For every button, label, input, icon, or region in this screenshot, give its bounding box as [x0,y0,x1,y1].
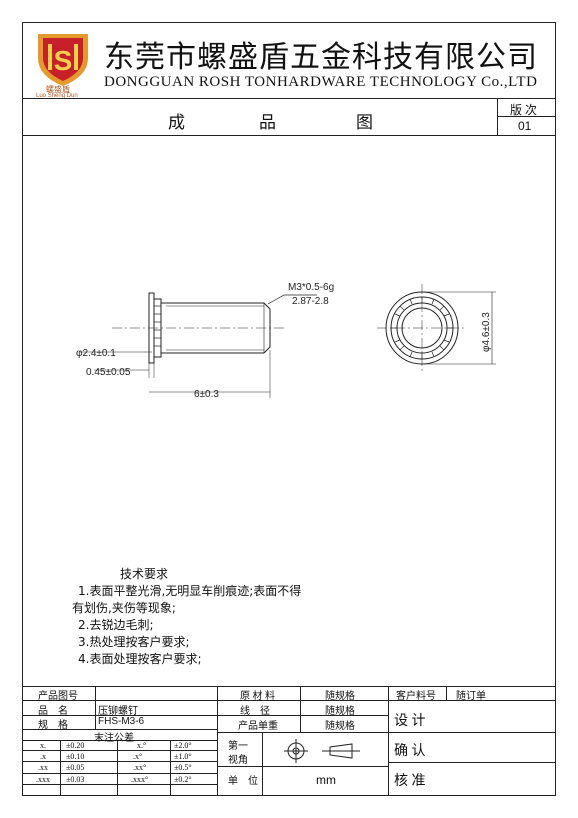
tol-cell: .x° [133,752,143,761]
company-name-en: DONGGUAN ROSH TONHARDWARE TECHNOLOGY Co.… [104,74,538,90]
unit-label: 单 位 [228,776,258,787]
note-line: 2.去锐边毛刺; [78,618,154,632]
logo-cn-text: 螺盛盾 [46,85,70,94]
dim-length-label: 6±0.3 [194,389,219,400]
product-no-label: 产品图号 [38,691,78,702]
thread-spec-label: M3*0.5-6g [288,282,334,293]
tol-cell: x.° [137,741,147,750]
doc-title-3: 图 [356,113,373,133]
technical-notes: 技术要求 1.表面平整光滑,无明显车削痕迹;表面不得 有划伤,夹伤等现象; 2.… [72,566,301,668]
dim-thickness-label: 0.45±0.05 [86,367,131,378]
note-line: 有划伤,夹伤等现象; [72,601,176,615]
tol-cell: .xxx [36,775,50,784]
tol-cell: .xx° [133,763,147,772]
version-value: 01 [518,119,532,133]
dim-diameter-label: φ2.4±0.1 [76,348,116,359]
weight-value: 随规格 [325,721,355,732]
spec-label: 规 格 [38,720,68,731]
company-name-cn: 东莞市螺盛盾五金科技有限公司 [104,40,538,75]
tol-cell: ±2.0° [174,741,192,750]
wire-label: 线 径 [240,706,270,717]
design-label: 设 计 [394,714,426,729]
name-label: 品 名 [38,706,68,717]
notes-title: 技术要求 [120,567,169,581]
tol-cell: .xx [38,763,48,772]
tol-cell: ±1.0° [174,752,192,761]
view-label-2: 视角 [228,755,248,766]
tol-cell: .xxx° [131,775,149,784]
doc-title-2: 品 [259,113,276,133]
drawing-frame [22,22,556,796]
version-label: 版 次 [510,103,538,117]
tol-cell: ±0.2° [174,775,192,784]
logo-en-text: Luo Sheng Dun [36,93,78,99]
customer-no-label: 客户料号 [396,691,436,702]
weight-label: 产品单重 [238,721,278,732]
confirm-label: 确 认 [394,744,426,759]
tol-cell: ±0.05 [66,763,85,772]
note-line: 3.热处理按客户要求; [78,635,190,649]
view-label-1: 第一 [228,741,248,752]
thread-range-label: 2.87-2.8 [292,296,329,307]
material-value: 随规格 [325,691,355,702]
wire-value: 随规格 [325,706,355,717]
tol-cell: ±0.20 [66,741,85,750]
note-line: 4.表面处理按客户要求; [78,652,202,666]
tol-cell: ±0.5° [174,763,192,772]
dim-outer-label: φ4.6±0.3 [481,312,492,352]
doc-title-1: 成 [168,113,185,133]
name-value: 压铆螺钉 [98,706,138,717]
projection-symbol-icon [284,739,360,763]
tolerance-label: 末注公差 [94,733,134,744]
approve-label: 核 准 [394,774,426,789]
svg-text:S: S [54,45,73,76]
tol-cell: x. [40,741,46,750]
tol-cell: ±0.10 [66,752,85,761]
material-label: 原 材 料 [240,691,275,702]
tol-cell: ±0.03 [66,775,85,784]
unit-value: mm [316,773,336,787]
customer-no-value: 随订单 [456,691,486,702]
part-drawing: M3*0.5-6g 2.87-2.8 φ2.4±0.1 0.45±0.05 6±… [76,282,496,400]
spec-value: FHS-M3-6 [98,716,145,727]
tol-cell: .x [40,752,46,761]
note-line: 1.表面平整光滑,无明显车削痕迹;表面不得 [78,584,302,598]
company-logo: S 螺盛盾 Luo Sheng Dun [32,28,94,100]
